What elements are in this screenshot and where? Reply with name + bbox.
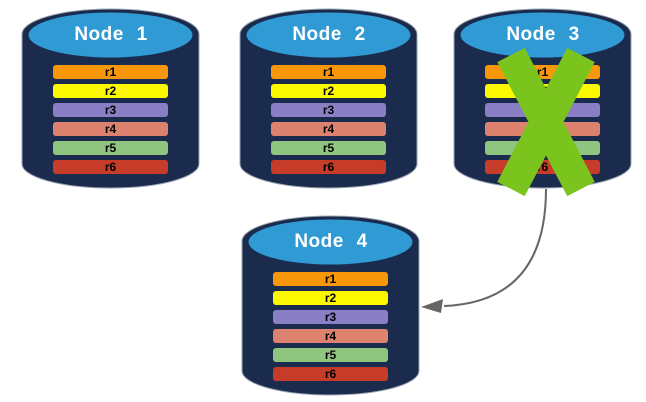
node-title: Node 2 — [292, 24, 366, 45]
replica-row-r3: r3 — [271, 103, 386, 117]
node-title: Node 4 — [294, 231, 368, 252]
replica-row-r6: r6 — [273, 367, 388, 381]
cylinder-top — [246, 12, 411, 58]
replica-row-r4: r4 — [273, 329, 388, 343]
cylinder-top — [28, 12, 193, 58]
replica-row-r6: r6 — [53, 160, 168, 174]
replica-row-r1: r1 — [271, 65, 386, 79]
cylinder-top — [248, 219, 413, 265]
replica-row-r5: r5 — [53, 141, 168, 155]
replica-rows: r1 r2 r3 r4 r5 r6 — [53, 65, 168, 179]
replica-row-r4: r4 — [271, 122, 386, 136]
replica-row-r2: r2 — [271, 84, 386, 98]
replica-row-r3: r3 — [53, 103, 168, 117]
replica-row-r1: r1 — [53, 65, 168, 79]
node-title: Node 3 — [506, 24, 580, 45]
replica-rows: r1 r2 r3 r4 r5 r6 — [271, 65, 386, 179]
cylinder-top — [460, 12, 625, 58]
replica-rows: r1 r2 r3 r4 r5 r6 — [273, 272, 388, 386]
node-title: Node 1 — [74, 24, 148, 45]
replica-row-r6: r6 — [271, 160, 386, 174]
replica-row-r2: r2 — [53, 84, 168, 98]
node-2: Node 2 r1 r2 r3 r4 r5 r6 — [239, 7, 419, 193]
node-4: Node 4 r1 r2 r3 r4 r5 r6 — [241, 214, 421, 400]
replica-row-r3: r3 — [273, 310, 388, 324]
replica-row-r1: r1 — [273, 272, 388, 286]
arrowhead-icon — [421, 299, 443, 313]
replica-row-r5: r5 — [273, 348, 388, 362]
failure-x-icon — [497, 47, 595, 197]
node-1: Node 1 r1 r2 r3 r4 r5 r6 — [21, 7, 201, 193]
replica-row-r5: r5 — [271, 141, 386, 155]
replica-row-r2: r2 — [273, 291, 388, 305]
arrow-curve — [443, 188, 547, 307]
replica-row-r4: r4 — [53, 122, 168, 136]
